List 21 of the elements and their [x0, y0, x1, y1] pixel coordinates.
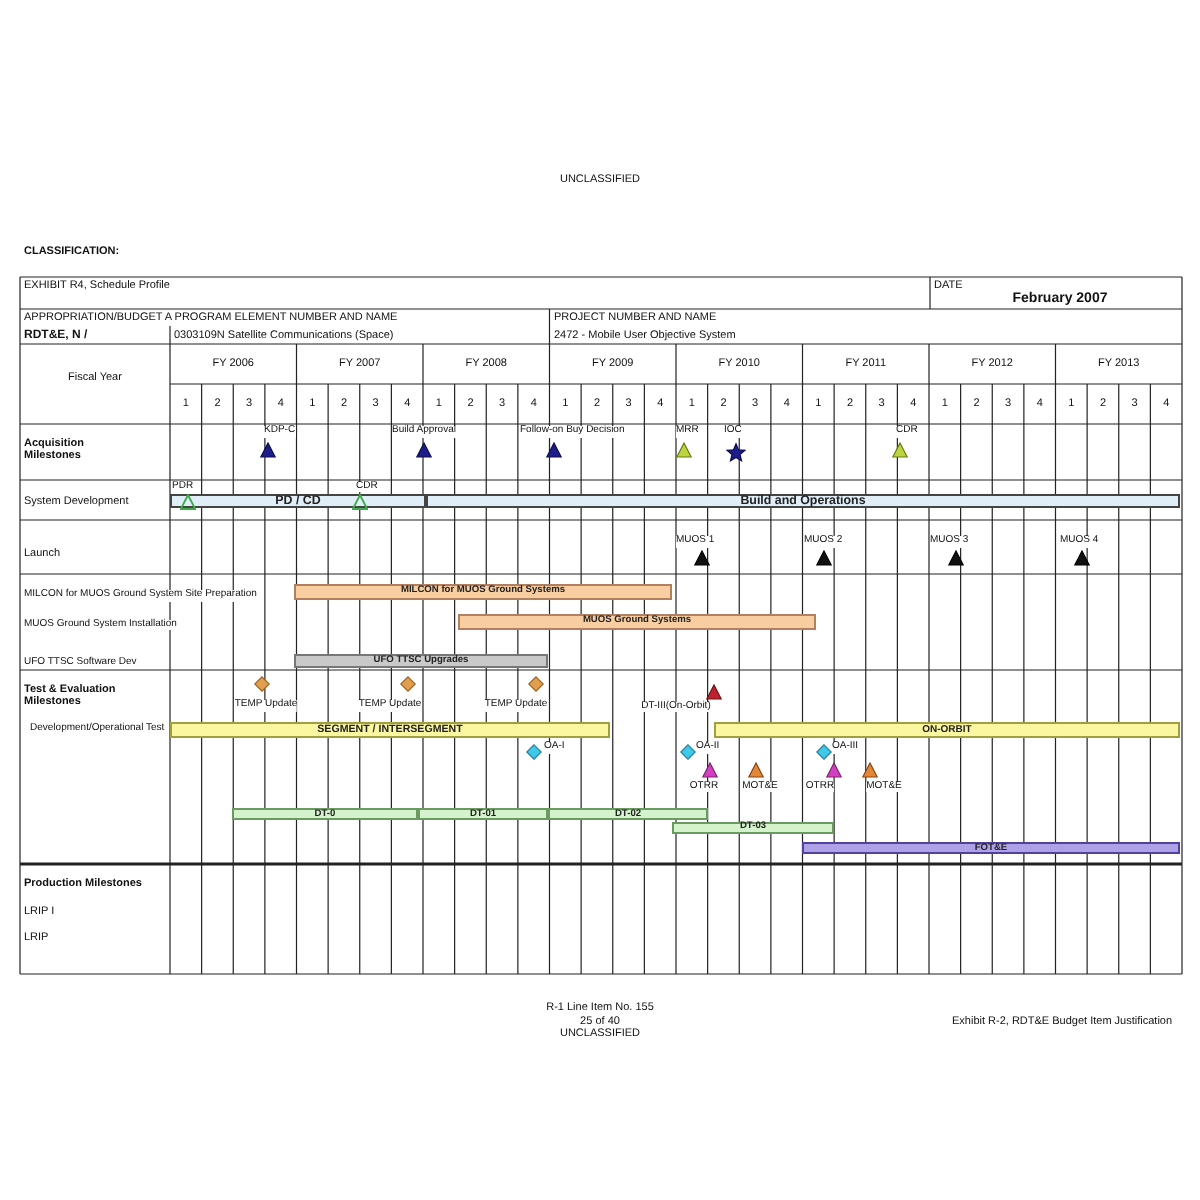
milestone-triangle-icon [1074, 550, 1090, 566]
milestone-triangle-icon [706, 684, 722, 700]
milestone-triangle-icon [416, 442, 432, 458]
milestone-triangle-icon [676, 442, 692, 458]
milestone-triangle-icon [826, 762, 842, 778]
milestone-triangle-icon [694, 550, 710, 566]
milestone-triangle-icon [546, 442, 562, 458]
milestone-diamond-icon [816, 744, 832, 760]
milestone-diamond-icon [400, 676, 416, 692]
milestone-diamond-icon [680, 744, 696, 760]
milestone-triangle-icon [260, 442, 276, 458]
milestone-star-icon [726, 442, 746, 462]
milestone-triangle-icon [702, 762, 718, 778]
milestone-diamond-icon [526, 744, 542, 760]
milestone-diamond-icon [254, 676, 270, 692]
milestone-triangle-icon [892, 442, 908, 458]
milestone-diamond-icon [528, 676, 544, 692]
milestone-triangle-icon [948, 550, 964, 566]
milestone-triangle-icon [862, 762, 878, 778]
milestone-triangle-icon [816, 550, 832, 566]
milestone-triangle-icon [748, 762, 764, 778]
